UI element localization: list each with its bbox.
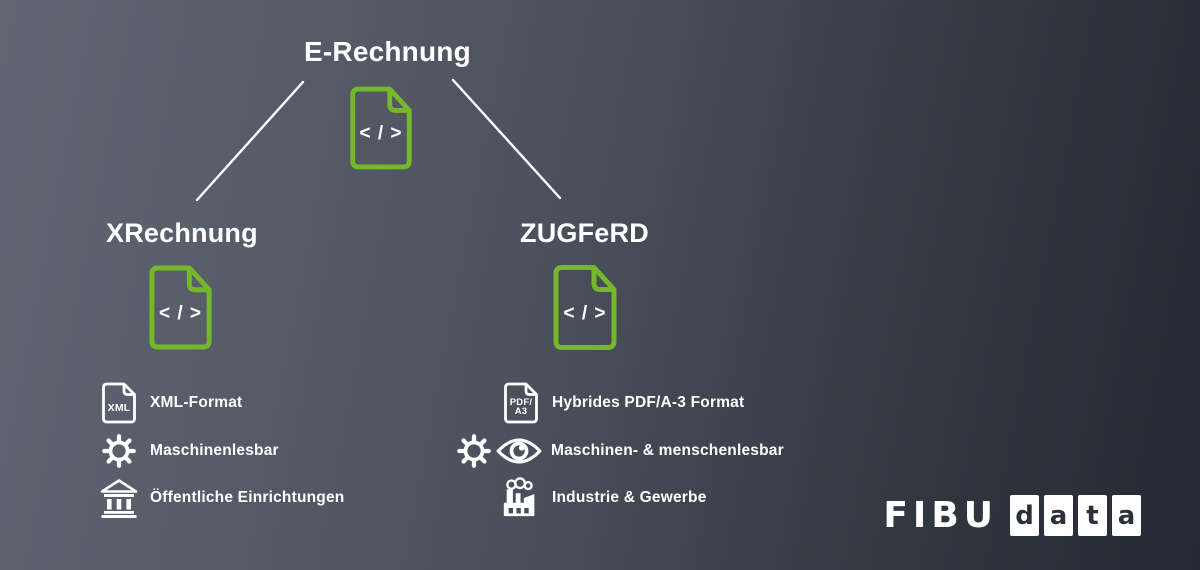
code-file-icon: < / > — [344, 85, 418, 171]
feature-label: Industrie & Gewerbe — [552, 489, 707, 506]
feature-label: Öffentliche Einrichtungen — [150, 489, 345, 506]
logo-letter: t — [1086, 500, 1099, 531]
file-badge-text: PDF/ A3 — [501, 389, 541, 425]
fibudata-logo: FIBU d a t a — [883, 495, 1141, 536]
feature-label: XML-Format — [150, 394, 243, 411]
logo-letter-box: a — [1044, 495, 1073, 536]
branch-title-zugferd: ZUGFeRD — [520, 218, 649, 248]
logo-letter-box: d — [1010, 495, 1039, 536]
feature-label: Maschinenlesbar — [150, 442, 279, 459]
eye-icon — [495, 434, 543, 468]
connector-line-left — [195, 80, 305, 202]
xml-file-icon: XML — [99, 381, 139, 425]
feature-row: XML XML-Format — [98, 381, 242, 425]
bank-icon — [98, 476, 140, 520]
logo-letter: d — [1015, 500, 1034, 531]
root-node-title: E-Rechnung — [304, 36, 471, 67]
code-glyph: < / > — [563, 302, 607, 324]
feature-row: Maschinenlesbar — [98, 429, 279, 473]
icon-slot: PDF/ A3 — [500, 381, 542, 425]
gear-icon — [455, 432, 493, 470]
icon-slot: XML — [98, 381, 140, 425]
connector-line-right — [451, 78, 562, 200]
logo-text-fibu: FIBU — [883, 495, 998, 536]
feature-row: PDF/ A3 Hybrides PDF/A-3 Format — [500, 381, 744, 425]
feature-label: Maschinen- & menschenlesbar — [551, 442, 784, 459]
gear-icon — [98, 429, 140, 473]
badge-line: PDF/ — [509, 396, 533, 408]
file-badge-text: XML — [107, 401, 131, 414]
feature-row: Öffentliche Einrichtungen — [98, 476, 344, 520]
branch-title-xrechnung: XRechnung — [106, 218, 258, 248]
feature-label: Hybrides PDF/A-3 Format — [552, 394, 745, 411]
logo-letter-box: a — [1112, 495, 1141, 536]
logo-letter: a — [1117, 500, 1136, 531]
code-glyph: < / > — [359, 123, 403, 144]
feature-row: Industrie & Gewerbe — [500, 476, 707, 520]
code-file-icon: < / > — [547, 260, 623, 355]
logo-letter-box: t — [1078, 495, 1107, 536]
factory-icon — [500, 476, 542, 520]
feature-row: Maschinen- & menschenlesbar — [455, 429, 784, 473]
pdf-a3-file-icon: PDF/ A3 — [501, 381, 541, 425]
badge-line: A3 — [514, 406, 528, 417]
logo-letter: a — [1049, 500, 1068, 531]
code-file-icon: < / > — [143, 260, 218, 355]
gear-eye-icon — [455, 432, 543, 470]
code-glyph: < / > — [158, 302, 203, 324]
